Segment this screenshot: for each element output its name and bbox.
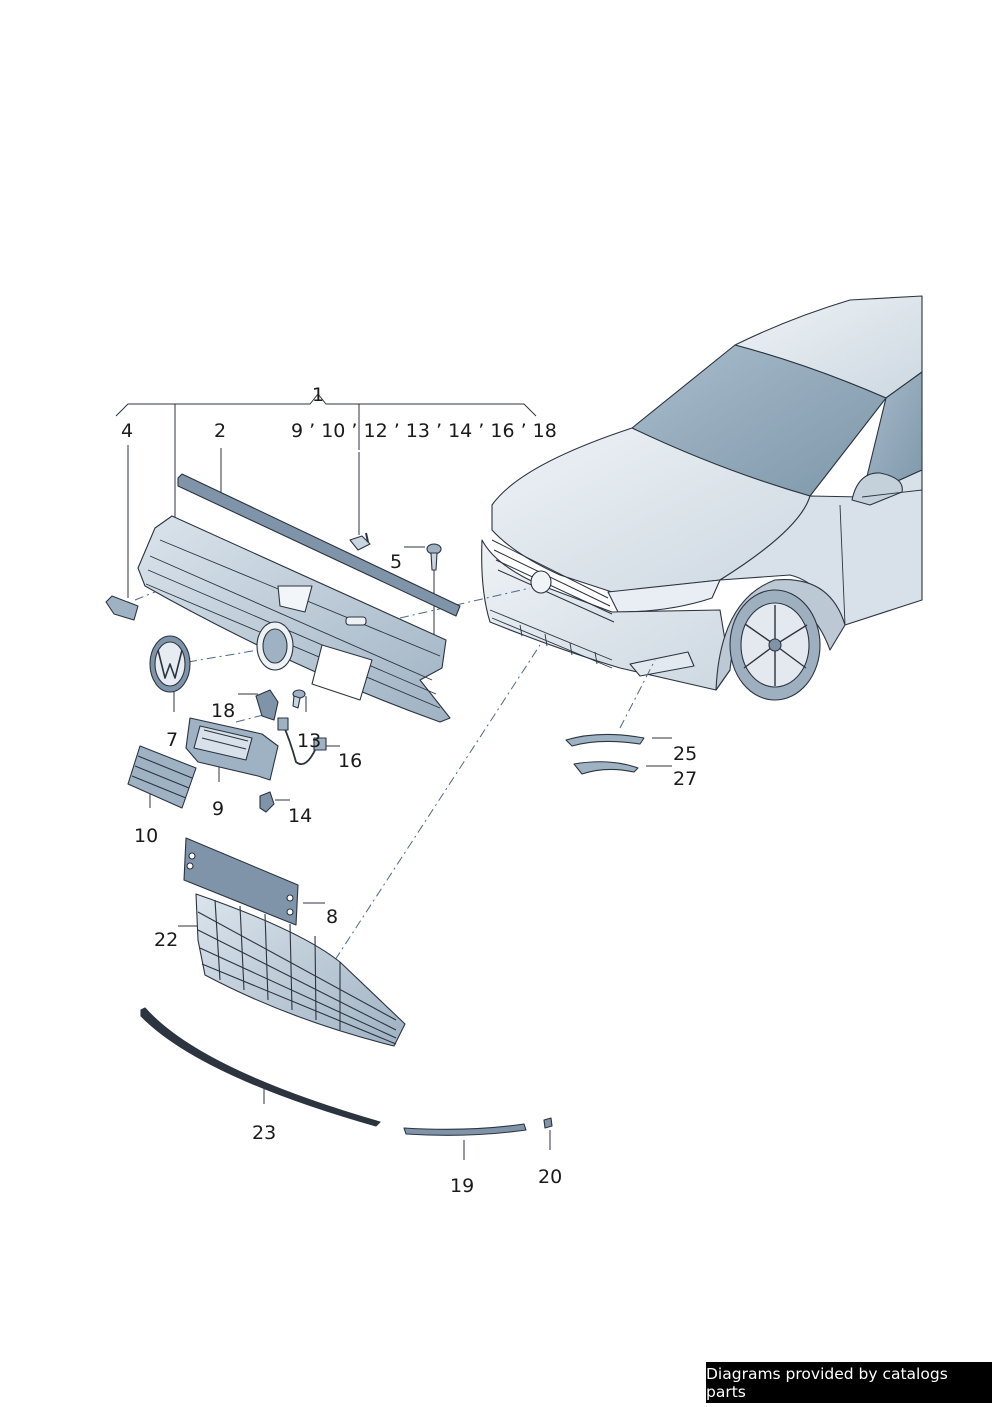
part-9-sensor-housing — [185, 717, 279, 781]
car-badge — [530, 570, 552, 594]
part-27-trim — [573, 761, 639, 775]
callout-14: 14 — [288, 805, 313, 827]
part-23-lower-trim-strip — [140, 1007, 381, 1127]
vehicle-illustration — [481, 295, 923, 701]
callout-5: 5 — [390, 551, 403, 573]
part-4-bracket — [105, 595, 139, 621]
part-2-upper-trim-strip — [177, 473, 461, 617]
part-18-bracket — [255, 689, 279, 721]
part-8-plate-bracket — [183, 837, 299, 926]
callout-9: 9 — [212, 798, 225, 820]
part-1-radiator-grille — [137, 515, 451, 723]
part-10-insert — [127, 745, 197, 809]
callout-1: 1 — [312, 384, 325, 406]
callout-18: 18 — [211, 700, 236, 722]
callout-7: 7 — [166, 729, 179, 751]
callout-group-list: 9 ’ 10 ’ 12 ’ 13 ’ 14 ’ 16 ’ 18 — [291, 420, 557, 442]
callout-10: 10 — [134, 825, 159, 847]
callout-22: 22 — [154, 929, 179, 951]
callout-19: 19 — [450, 1175, 475, 1197]
car-bumper — [481, 539, 731, 691]
part-14-bolt — [259, 791, 275, 813]
callout-27: 27 — [673, 768, 698, 790]
callout-20: 20 — [538, 1166, 563, 1188]
part-12-clip — [349, 535, 371, 551]
bracket-1 — [115, 393, 537, 417]
part-20-clip — [543, 1117, 553, 1129]
part-5-screw — [426, 543, 442, 571]
part-25-trim — [565, 733, 645, 747]
part-19-trim — [403, 1123, 527, 1136]
car-upper-grille — [491, 539, 615, 623]
callout-2: 2 — [214, 420, 227, 442]
callout-25: 25 — [673, 743, 698, 765]
callout-16: 16 — [338, 750, 363, 772]
car-lower-grille — [489, 609, 613, 669]
part-13-screw — [292, 689, 306, 709]
part-7-emblem — [149, 635, 191, 693]
part-22-lower-grille — [195, 893, 406, 1047]
callout-23: 23 — [252, 1122, 277, 1144]
car-fog-light — [629, 651, 695, 677]
callout-13: 13 — [297, 730, 322, 752]
callout-8: 8 — [326, 906, 339, 928]
part-16-wiring-harness — [281, 721, 323, 766]
footer-credit: Diagrams provided by catalogs parts — [706, 1362, 992, 1403]
callout-4: 4 — [121, 420, 134, 442]
